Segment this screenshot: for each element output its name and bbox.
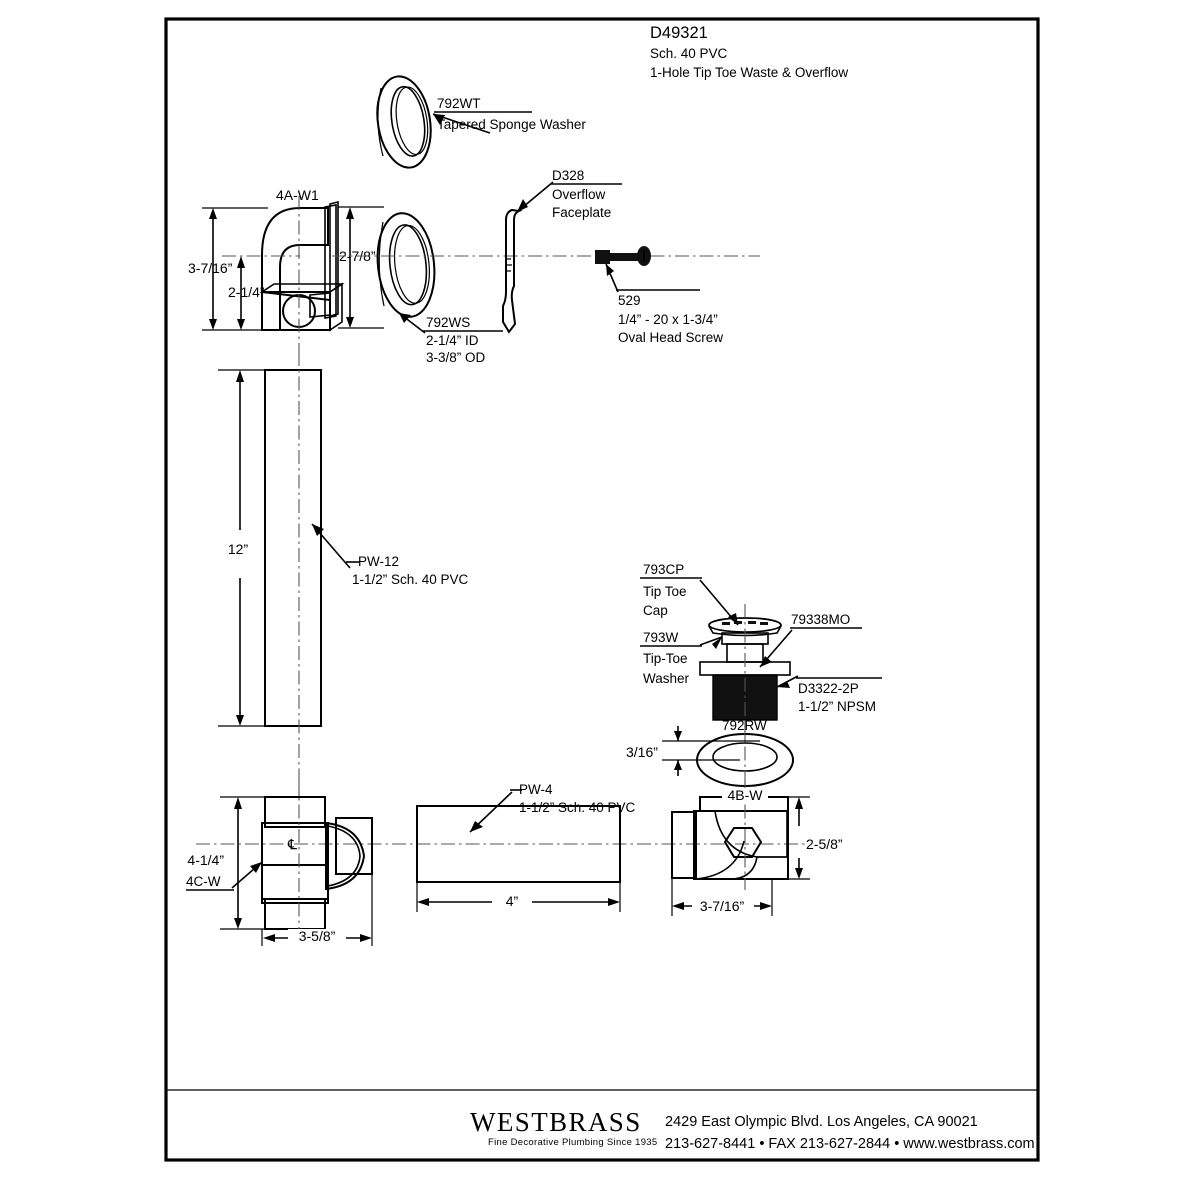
label-4c-w-code: 4C-W [186,874,221,889]
label-529-name: Oval Head Screw [618,330,723,345]
company-name: WESTBRASS [470,1107,642,1137]
part-pw-4-pipe [416,805,621,883]
part-792wt-sponge-washer: 792WT Tapered Sponge Washer [376,75,586,169]
title-block: D49321 Sch. 40 PVC 1-Hole Tip Toe Waste … [650,24,848,80]
label-d328-code: D328 [552,168,584,183]
leader-d3322-2p: D3322-2P 1-1/2” NPSM [776,675,882,714]
label-793w-name-2: Washer [643,671,690,686]
dim-pw4-length: 4” [506,893,519,909]
spec-line: Sch. 40 PVC [650,46,728,61]
label-d3322-code: D3322-2P [798,681,859,696]
dim-4b-w-width: 3-7/16” [700,898,745,914]
part-529-screw: 529 1/4” - 20 x 1-3/4” Oval Head Screw [595,246,723,345]
leader-pw-12: PW-12 1-1/2” Sch. 40 PVC [311,523,469,587]
leader-79338mo: 79338MO [759,612,862,668]
label-793w-code: 793W [643,630,679,645]
model-number: D49321 [650,24,708,42]
label-792wt-name: Tapered Sponge Washer [437,117,586,132]
label-792ws-od: 3-3/8” OD [426,350,486,365]
footer-block: WESTBRASS Fine Decorative Plumbing Since… [166,1089,1038,1152]
label-pw12-code: PW-12 [358,554,399,569]
label-792ws-id: 2-1/4” ID [426,333,479,348]
label-pw12-spec: 1-1/2” Sch. 40 PVC [352,572,469,587]
company-contact: 213-627-8441 • FAX 213-627-2844 • www.we… [665,1136,1035,1152]
label-79338mo-code: 79338MO [791,612,850,627]
part-792ws-washer: 792WS 2-1/4” ID 3-3/8” OD [376,212,503,365]
label-d328-name-1: Overflow [552,187,606,202]
centerline-symbol-tee: ℄ [287,836,297,852]
leader-4c-w: 4C-W [186,861,263,891]
description-line: 1-Hole Tip Toe Waste & Overflow [650,65,848,80]
leader-pw-4: PW-4 1-1/2” Sch. 40 PVC [469,782,636,833]
dimension-792rw-thickness: 3/16” [626,726,760,776]
part-tip-toe-assembly [699,604,791,740]
label-792wt-code: 792WT [437,96,481,111]
label-d328-name-2: Faceplate [552,205,611,220]
dimension-elbow-group: 3-7/16” 2-1/4” [188,207,300,331]
label-529-spec: 1/4” - 20 x 1-3/4” [618,312,718,327]
label-4a-w1-code: 4A-W1 [276,187,319,203]
dim-elbow-lower: 2-1/4” [228,284,265,300]
dimension-tee: 4-1/4” 3-5/8” 3-5/8” [187,796,373,946]
dim-4b-w-height: 2-5/8” [806,836,843,852]
dim-elbow-overall: 3-7/16” [188,260,233,276]
dimension-pw4: 4” [416,882,621,912]
leader-793w: 793W Tip-Toe Washer [640,630,723,686]
dim-pw12-length: 12” [228,541,249,557]
dim-tee-width-text: 3-5/8” [299,928,336,944]
leader-793cp: 793CP Tip Toe Cap [640,562,739,626]
dim-tee-height: 4-1/4” [187,852,224,868]
label-pw4-code: PW-4 [519,782,553,797]
company-tagline: Fine Decorative Plumbing Since 1935 [488,1137,657,1148]
dimension-pw12: 12” [218,369,268,727]
part-4a-w1-elbow: 4A-W1 [259,187,345,352]
label-793w-name-1: Tip-Toe [643,651,688,666]
label-d3322-spec: 1-1/2” NPSM [798,699,876,714]
label-4b-w-code: 4B-W [728,787,764,803]
part-4b-w-waste-elbow: 4B-W [671,780,789,890]
label-793cp-code: 793CP [643,562,684,577]
part-pw-12-pipe [264,352,322,800]
label-529-code: 529 [618,293,641,308]
label-792ws-code: 792WS [426,315,470,330]
sheet-border [164,17,1040,1162]
company-address: 2429 East Olympic Blvd. Los Angeles, CA … [665,1114,978,1130]
label-793cp-name-2: Cap [643,603,668,618]
part-d328-faceplate: D328 Overflow Faceplate [502,168,622,334]
dimension-4b-w: 2-5/8” 3-7/16” [671,796,843,916]
dim-792rw-thickness: 3/16” [626,744,658,760]
label-793cp-name-1: Tip Toe [643,584,687,599]
label-pw4-spec: 1-1/2” Sch. 40 PVC [519,800,636,815]
